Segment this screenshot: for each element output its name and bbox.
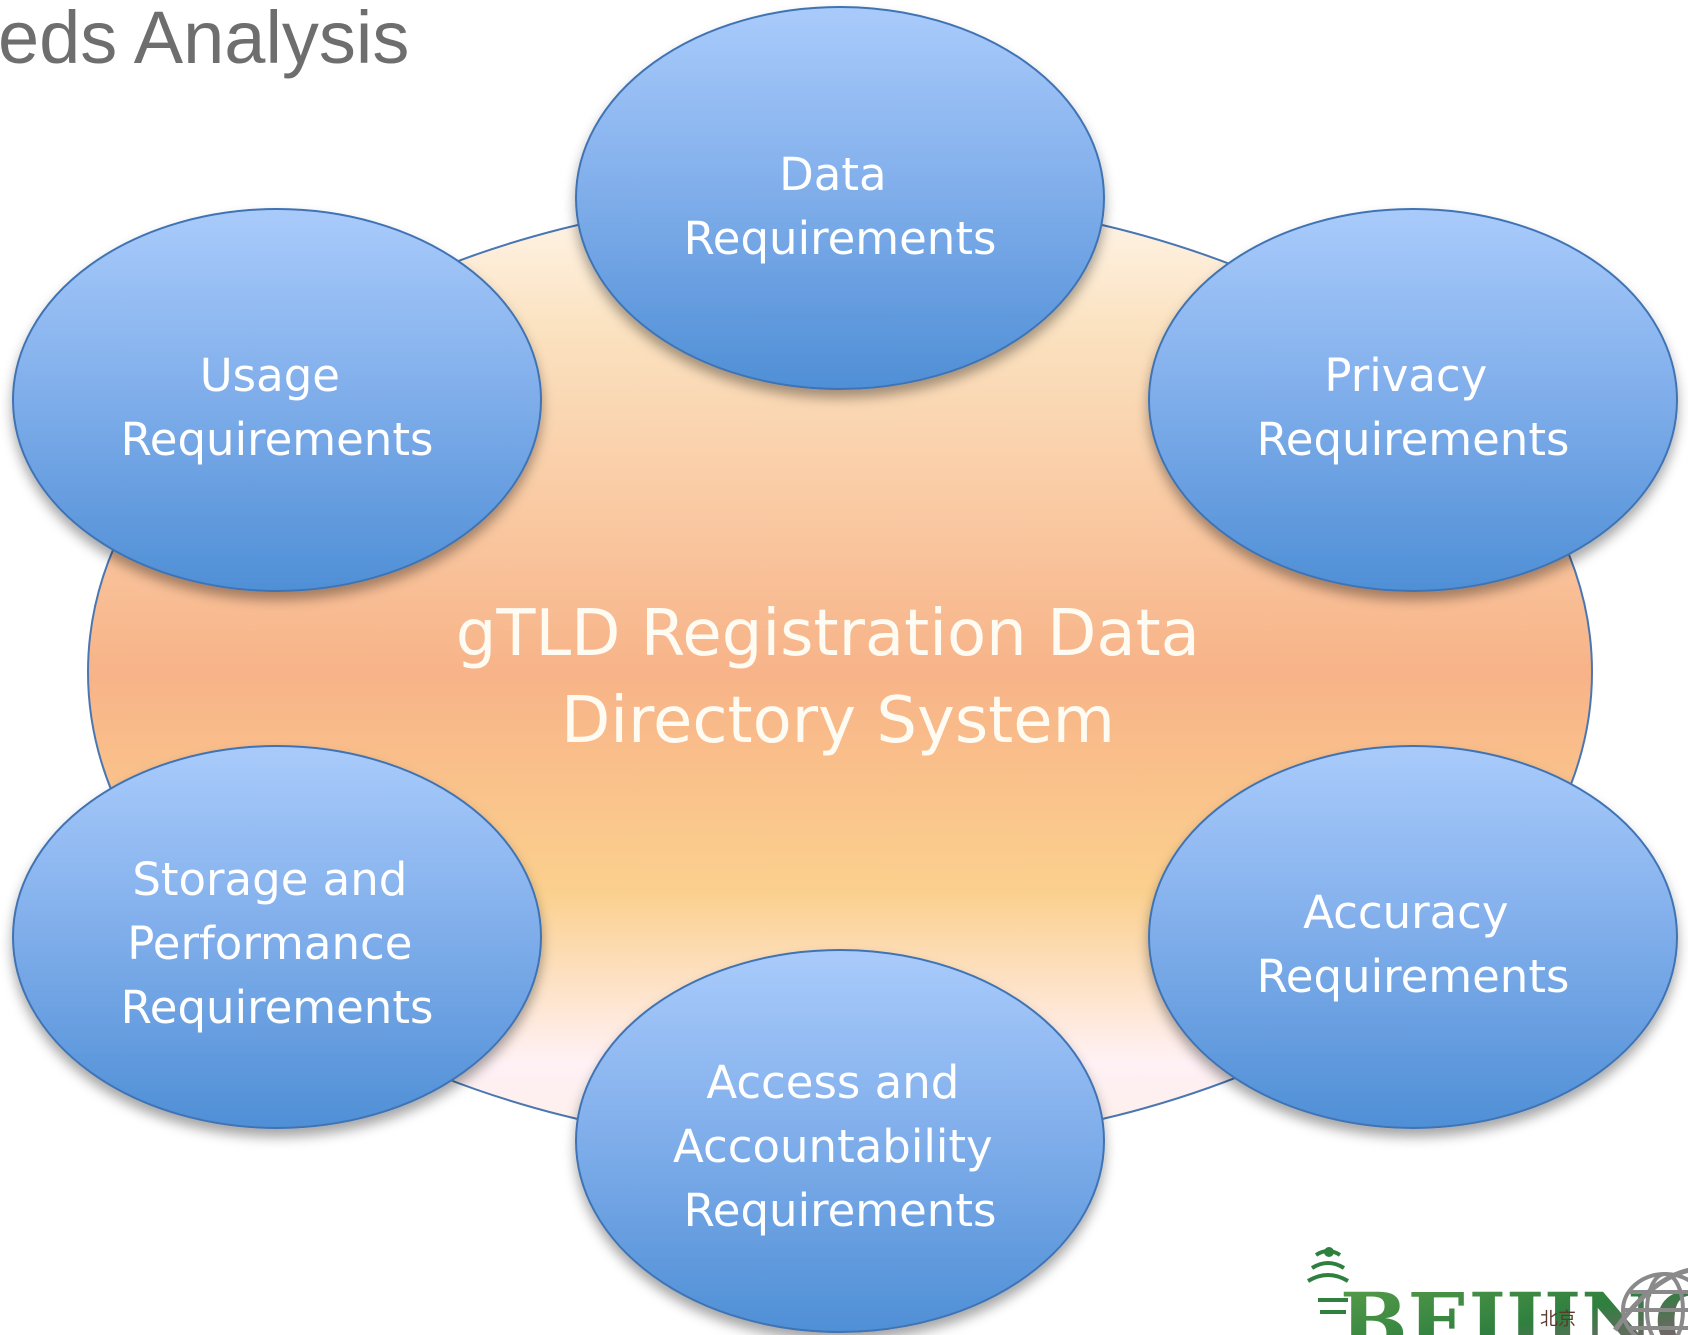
beijing-logo: BEIJING 北京 [1306,1247,1688,1335]
node-access-requirements [575,949,1105,1333]
node-access-label: Access and Accountability Requirements [673,1056,1007,1237]
svg-text:北京: 北京 [1540,1309,1576,1330]
node-privacy-label: Privacy Requirements [1257,349,1570,466]
node-privacy-requirements [1148,208,1678,592]
node-accuracy-label: Accuracy Requirements [1257,886,1570,1003]
center-label-line: Directory System [561,684,1115,758]
node-usage-label: Usage Requirements [121,349,434,466]
node-accuracy-requirements [1148,745,1678,1129]
svg-text:BEIJING: BEIJING [1340,1275,1688,1335]
center-label: gTLD Registration Data Directory System [456,597,1220,758]
node-storage-label: Storage and Performance Requirements [121,853,434,1034]
node-data-requirements [575,6,1105,390]
center-label-line: gTLD Registration Data [456,597,1200,671]
globe-icon [1612,1267,1688,1335]
slide-title: eds Analysis [0,0,410,79]
node-storage-requirements [12,745,542,1129]
node-usage-requirements [12,208,542,592]
node-data-label: Data Requirements [684,148,997,265]
